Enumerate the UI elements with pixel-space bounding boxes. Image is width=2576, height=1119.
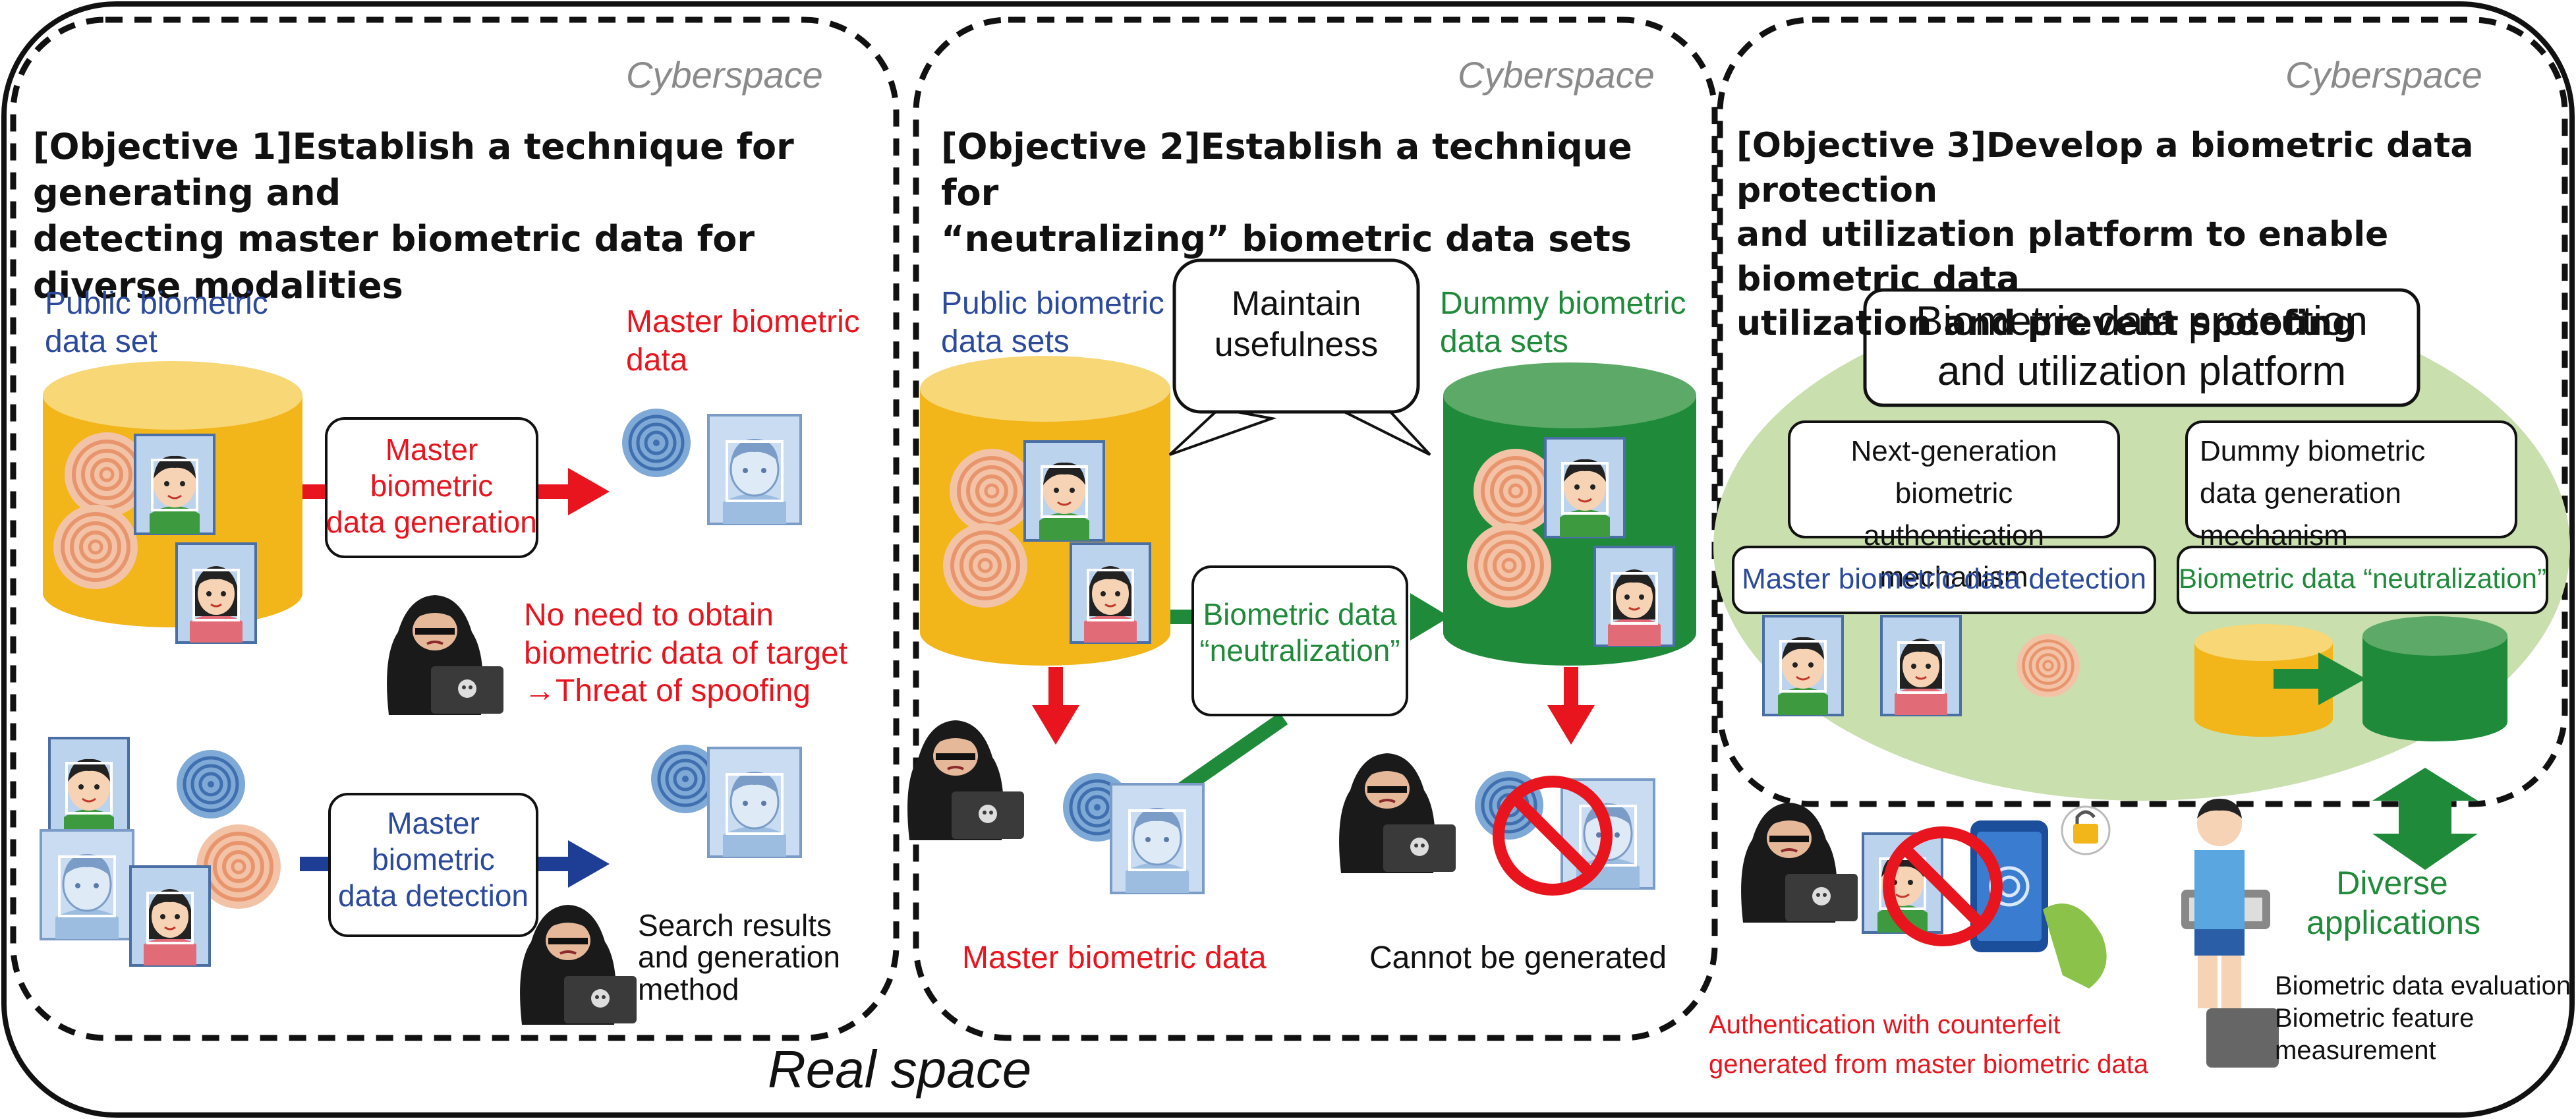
generation-arrow xyxy=(302,468,610,515)
objective-3-title: [Objective 3]Develop a biometric data pr… xyxy=(1736,126,2474,344)
dummy-gen-box xyxy=(2185,420,2517,538)
evaluation-text: Biometric data evaluation Biometric feat… xyxy=(2275,971,2571,1065)
hacker-icon xyxy=(386,594,505,716)
face-photo-icon xyxy=(1544,437,1626,538)
detection-box xyxy=(1732,546,2156,614)
cannot-be-generated-label: Cannot be generated xyxy=(1369,940,1667,975)
fingerprint-icon xyxy=(622,409,691,477)
generation-box-text: Master biometric data generation xyxy=(326,432,537,540)
down-arrow-left xyxy=(1032,667,1079,745)
mini-dummy-database-icon xyxy=(2362,616,2507,741)
cyberspace-label-1: Cyberspace xyxy=(626,54,823,96)
fingerprint-icon xyxy=(177,750,245,818)
platform-box xyxy=(1863,288,2420,407)
cyberspace-label-2: Cyberspace xyxy=(1458,54,1655,96)
face-photo-icon xyxy=(1110,783,1205,894)
face-photo-icon xyxy=(1762,615,1844,716)
neutralization-arrow xyxy=(1170,593,1450,797)
face-photo-icon xyxy=(134,434,215,535)
master-biometric-data-label: Master biometric data xyxy=(962,940,1267,975)
objective-2-title: [Objective 2]Establish a technique for “… xyxy=(941,126,1632,260)
panel1-cyberspace-frame xyxy=(10,16,900,1041)
face-photo-icon xyxy=(48,737,130,838)
search-results-text: Search results and generation method xyxy=(638,908,840,1006)
public-data-sets-label: Public biometric data sets xyxy=(941,286,1164,359)
face-photo-icon xyxy=(40,829,134,940)
hacker-icon xyxy=(1740,801,1859,924)
detection-arrow xyxy=(300,840,610,888)
neutralization-box-text: Biometric data “neutralization” xyxy=(2179,563,2546,594)
detection-box xyxy=(328,793,538,937)
next-gen-box-text: Next-generation biometric authentication… xyxy=(1850,435,2057,594)
generation-box xyxy=(325,417,538,558)
face-photo-icon xyxy=(1070,542,1151,644)
fingerprint-icon xyxy=(2017,634,2080,697)
face-photo-icon xyxy=(1880,615,1962,716)
person-on-scale-icon xyxy=(2181,799,2279,1068)
hacker-icon xyxy=(1338,752,1457,875)
real-space-label: Real space xyxy=(768,1040,1032,1099)
hacker-icon xyxy=(906,719,1025,842)
padlock-icon xyxy=(2061,805,2111,855)
down-arrow-right xyxy=(1547,667,1595,745)
neutralization-box xyxy=(2177,546,2548,614)
neutralization-box-text: Biometric data “neutralization” xyxy=(1199,597,1400,668)
face-photo-icon xyxy=(1593,546,1675,647)
face-photo-icon xyxy=(1023,440,1105,542)
master-data-label: Master biometric data xyxy=(626,304,860,378)
detection-box-text: Master biometric data detection xyxy=(337,806,529,913)
public-data-set-label: Public biometric data set xyxy=(45,286,268,359)
mini-public-database-icon xyxy=(2194,624,2333,737)
dummy-gen-box-text: Dummy biometric data generation mechanis… xyxy=(2200,435,2426,552)
panel3-cyberspace-frame xyxy=(1717,16,2568,807)
fingerprint-icon xyxy=(53,505,138,589)
usefulness-bubble-text: Maintain usefulness xyxy=(1214,285,1379,364)
face-photo-icon xyxy=(707,414,802,525)
dummy-data-sets-label: Dummy biometric data sets xyxy=(1440,286,1686,359)
cyberspace-label-3: Cyberspace xyxy=(2285,54,2482,96)
face-photo-icon xyxy=(175,542,257,644)
bidirectional-arrow xyxy=(2372,768,2478,870)
diverse-applications-label: Diverse applications xyxy=(2306,865,2481,941)
fingerprint-icon xyxy=(950,449,1034,533)
platform-box-text: Biometric data protection and utilizatio… xyxy=(1916,299,2368,394)
neutralization-box xyxy=(1191,565,1408,716)
face-photo-icon xyxy=(707,747,802,858)
detection-box-text: Master biometric data detection xyxy=(1742,563,2146,595)
face-photo-icon xyxy=(129,865,211,967)
next-gen-box xyxy=(1788,420,2120,538)
fingerprint-icon xyxy=(1467,523,1551,608)
fingerprint-icon xyxy=(943,523,1027,608)
threat-text: No need to obtain biometric data of targ… xyxy=(524,598,847,709)
mini-transform-arrow xyxy=(2274,652,2366,705)
counterfeit-auth-text: Authentication with counterfeit generate… xyxy=(1709,1010,2148,1079)
usefulness-bubble xyxy=(1168,258,1431,456)
objective-1-title: [Objective 1]Establish a technique for g… xyxy=(33,126,794,306)
